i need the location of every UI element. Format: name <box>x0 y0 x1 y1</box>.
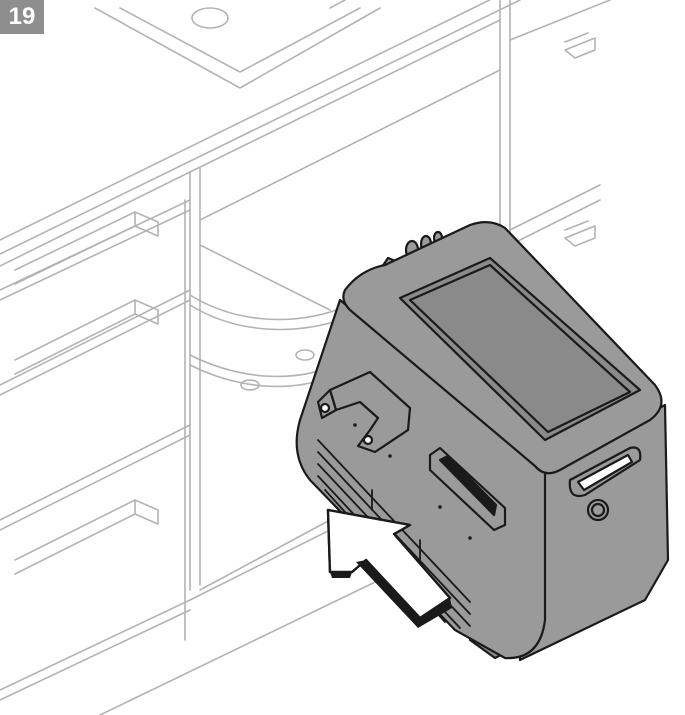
water-appliance <box>295 221 670 662</box>
push-arrow-icon <box>326 508 452 628</box>
step-number: 19 <box>8 3 36 30</box>
step-number-badge: 19 <box>0 0 44 34</box>
side-latch <box>568 446 642 522</box>
kitchen-cabinet-lines <box>0 0 611 715</box>
wall-bracket <box>316 370 412 454</box>
front-handle <box>428 446 507 532</box>
step-badge-bg <box>0 0 44 34</box>
device-lid <box>398 256 642 442</box>
front-dots <box>353 423 472 540</box>
